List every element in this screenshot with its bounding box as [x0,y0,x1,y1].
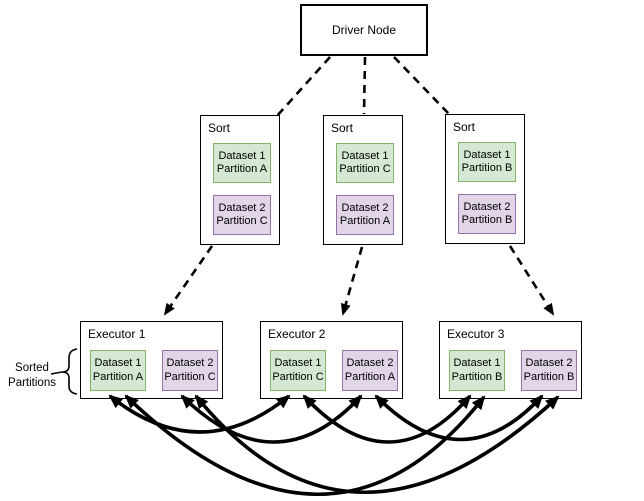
sort-1-label: Sort [208,121,231,135]
partition-text-line: Partition B [461,214,513,226]
partition-text-line: Dataset 2 [341,201,389,214]
sort-box-1: Sort Dataset 1 Partition A Dataset 2 Par… [200,115,280,245]
partition-text-line: Partition B [451,370,503,383]
executor-3-label: Executor 3 [447,327,505,341]
shuffle-arc-exec1-exec3-dataset1 [124,394,486,497]
executor-box-1: Executor 1 Dataset 1 Partition A Dataset… [80,321,223,399]
driver-node-box: Driver Node [300,4,428,56]
partition-text-line: Dataset 2 [346,357,394,369]
sort3-to-executor3-dashed-arrow [508,245,555,316]
partition-text-line: Partition C [216,215,268,227]
partition-text-line: Partition A [344,370,396,383]
sort-2-dataset2-partition: Dataset 2 Partition A [336,195,394,235]
sort-2-dataset1-partition: Dataset 1 Partition C [336,143,394,183]
shuffle-arc-exec2-exec3-dataset2 [374,394,544,442]
sort-3-dataset1-partition: Dataset 1 Partition B [458,142,516,182]
sort2-to-executor2-dashed-arrow [340,246,364,316]
partition-text-line: Dataset 1 [94,357,142,369]
partition-text-line: Partition B [523,370,575,383]
partition-text-line: Partition A [216,163,268,175]
executor-2-dataset1-partition: Dataset 1 Partition C [270,350,326,391]
sorted-partitions-label: Sorted Partitions [4,361,60,391]
partition-text-line: Partition C [272,370,324,383]
shuffle-arc-exec2-exec3-dataset1 [302,394,472,444]
partition-text-line: Dataset 1 [274,357,322,369]
partition-text-line: Partition A [339,215,391,227]
driver-to-sort1-dashed-line [275,56,331,118]
partition-text-line: Partition C [164,370,216,383]
partition-text-line: Dataset 1 [463,148,511,161]
shuffle-arc-exec1-exec3-dataset2 [194,394,560,495]
executor-box-2: Executor 2 Dataset 1 Partition C Dataset… [260,321,403,399]
sorted-partitions-brace [61,348,78,395]
partition-text-line: Dataset 2 [463,200,511,213]
partition-text-line: Dataset 2 [166,357,214,369]
executor-1-label: Executor 1 [88,327,146,341]
executor-box-3: Executor 3 Dataset 1 Partition B Dataset… [439,321,582,399]
partition-text-line: Partition B [461,162,513,174]
sort-box-2: Sort Dataset 1 Partition C Dataset 2 Par… [323,115,403,245]
executor-2-dataset2-partition: Dataset 2 Partition A [342,350,398,391]
sort1-to-executor1-dashed-arrow [163,245,214,316]
partition-text-line: Dataset 1 [218,149,266,162]
driver-to-sort3-dashed-line [393,56,450,115]
executor-3-dataset2-partition: Dataset 2 Partition B [521,350,577,391]
sorted-partitions-line1: Sorted [15,362,49,374]
sort-2-label: Sort [331,121,354,135]
partition-text-line: Dataset 1 [453,357,501,369]
partition-text-line: Dataset 1 [341,149,389,162]
sort-3-label: Sort [453,120,476,134]
partition-text-line: Partition C [339,163,391,175]
sort-3-dataset2-partition: Dataset 2 Partition B [458,194,516,234]
partition-text-line: Dataset 2 [525,357,573,369]
sort-1-dataset2-partition: Dataset 2 Partition C [213,195,271,235]
sorted-partitions-line2: Partitions [8,377,56,389]
partition-text-line: Dataset 2 [218,201,266,214]
shuffle-arc-exec1-exec2-dataset1 [108,394,291,434]
sort-1-dataset1-partition: Dataset 1 Partition A [213,143,271,183]
sort-box-3: Sort Dataset 1 Partition B Dataset 2 Par… [445,114,525,244]
shuffle-arc-exec1-exec2-dataset2 [180,394,363,444]
executor-3-dataset1-partition: Dataset 1 Partition B [449,350,505,391]
partition-text-line: Partition A [92,370,144,383]
executor-1-dataset2-partition: Dataset 2 Partition C [162,350,218,391]
driver-to-sort2-dashed-line [362,56,367,115]
executor-2-label: Executor 2 [268,327,326,341]
executor-1-dataset1-partition: Dataset 1 Partition A [90,350,146,391]
driver-node-label: Driver Node [331,23,397,37]
